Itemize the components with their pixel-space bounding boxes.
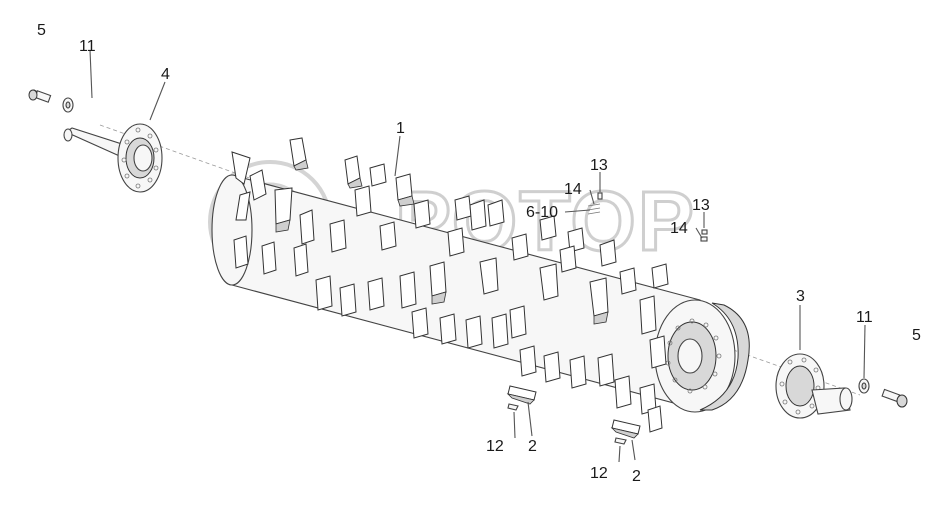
tine-assembly-bottom-right: [610, 419, 641, 445]
label-2-right: 2: [632, 468, 641, 485]
label-14-right: 14: [670, 220, 688, 237]
label-5-left: 5: [37, 22, 46, 39]
callout-labels: 5 11 4 1 13 14 6-10 13 14 3 11 5 12 2 12…: [37, 22, 921, 485]
label-1: 1: [396, 120, 405, 137]
label-6-10: 6-10: [526, 204, 558, 221]
label-4: 4: [161, 66, 170, 83]
washer-right: [858, 378, 870, 394]
stub-shaft-left: [63, 123, 163, 193]
label-5-right: 5: [912, 327, 921, 344]
rotor-tines: [231, 137, 669, 433]
label-13-right: 13: [692, 197, 710, 214]
bolt-left: [28, 89, 52, 103]
fastener-set-right: [700, 229, 708, 242]
label-11-left: 11: [79, 38, 96, 55]
stub-shaft-right: [775, 353, 853, 419]
label-12-right: 12: [590, 465, 608, 482]
bolt-right: [881, 388, 908, 408]
label-13-top: 13: [590, 157, 608, 174]
tine-assembly-bottom-left: [506, 385, 537, 411]
label-14-top: 14: [564, 181, 582, 198]
label-12-left: 12: [486, 438, 504, 455]
leader-lines: [89, 49, 866, 463]
label-2-left: 2: [528, 438, 537, 455]
fastener-set-top: [587, 192, 603, 215]
label-11-right: 11: [856, 309, 873, 326]
label-3: 3: [796, 288, 805, 305]
washer-left: [62, 97, 74, 113]
